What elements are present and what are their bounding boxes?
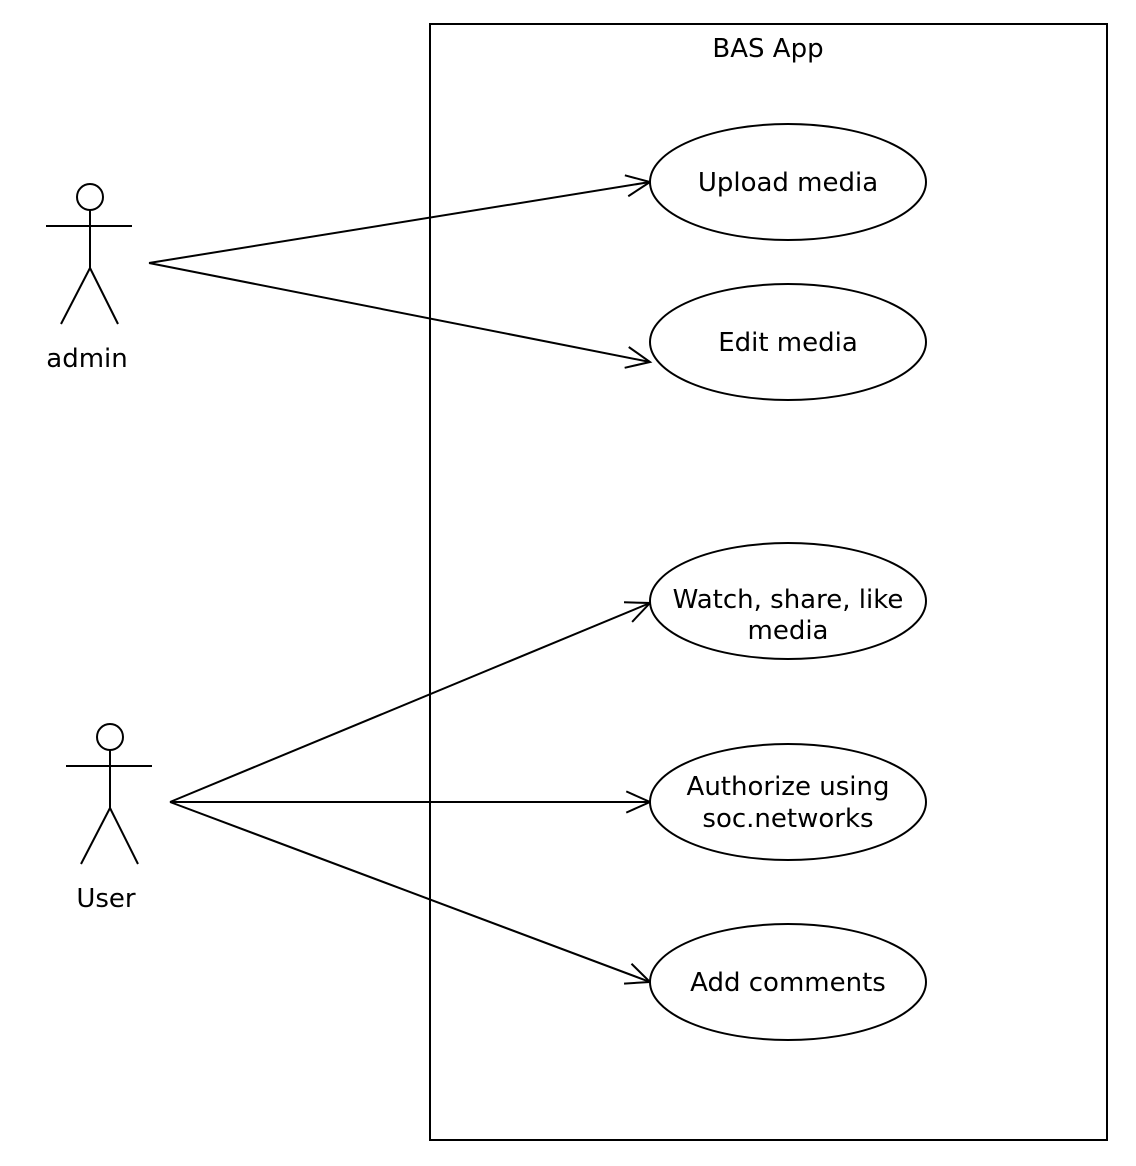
association-admin-upload xyxy=(148,181,651,264)
arrowhead-admin-edit xyxy=(624,346,653,369)
use-case-edit-label: Edit media xyxy=(718,328,858,358)
use-case-watch-share-like[interactable]: Watch, share, like media xyxy=(649,542,927,660)
use-case-authorize-label-line1: Authorize using xyxy=(687,772,890,802)
use-case-upload-ellipse xyxy=(649,123,927,241)
association-user-comments xyxy=(169,801,651,983)
actor-user-label: User xyxy=(76,884,136,914)
use-case-upload-media[interactable]: Upload media xyxy=(649,123,927,241)
use-case-edit-media[interactable]: Edit media xyxy=(649,283,927,401)
use-case-add-comments[interactable]: Add comments xyxy=(649,923,927,1041)
use-case-authorize[interactable]: Authorize using soc.networks xyxy=(649,743,927,861)
use-case-comments-ellipse xyxy=(649,923,927,1041)
system-boundary xyxy=(429,23,1108,1141)
use-case-watch-ellipse xyxy=(649,542,927,660)
use-case-comments-label: Add comments xyxy=(690,968,886,998)
actor-user-head xyxy=(96,723,124,751)
actor-admin-right-leg xyxy=(89,267,119,325)
associations xyxy=(148,174,653,985)
use-case-authorize-label-line2: soc.networks xyxy=(702,804,873,834)
actor-admin-label: admin xyxy=(46,344,127,374)
actor-user[interactable]: User xyxy=(66,723,152,914)
use-case-edit-ellipse xyxy=(649,283,927,401)
association-admin-edit xyxy=(148,262,651,363)
system-title: BAS App xyxy=(712,34,823,64)
actor-user-left-leg xyxy=(80,807,111,865)
use-case-watch-label-line2: media xyxy=(748,616,829,646)
actor-user-right-leg xyxy=(109,807,139,865)
association-user-watch xyxy=(169,602,651,803)
use-case-authorize-ellipse xyxy=(649,743,927,861)
use-case-watch-label-line1: Watch, share, like xyxy=(673,585,904,615)
actor-admin[interactable]: admin xyxy=(46,183,132,374)
actor-admin-left-leg xyxy=(60,267,91,325)
actor-admin-head xyxy=(76,183,104,211)
use-case-upload-label: Upload media xyxy=(698,168,878,198)
